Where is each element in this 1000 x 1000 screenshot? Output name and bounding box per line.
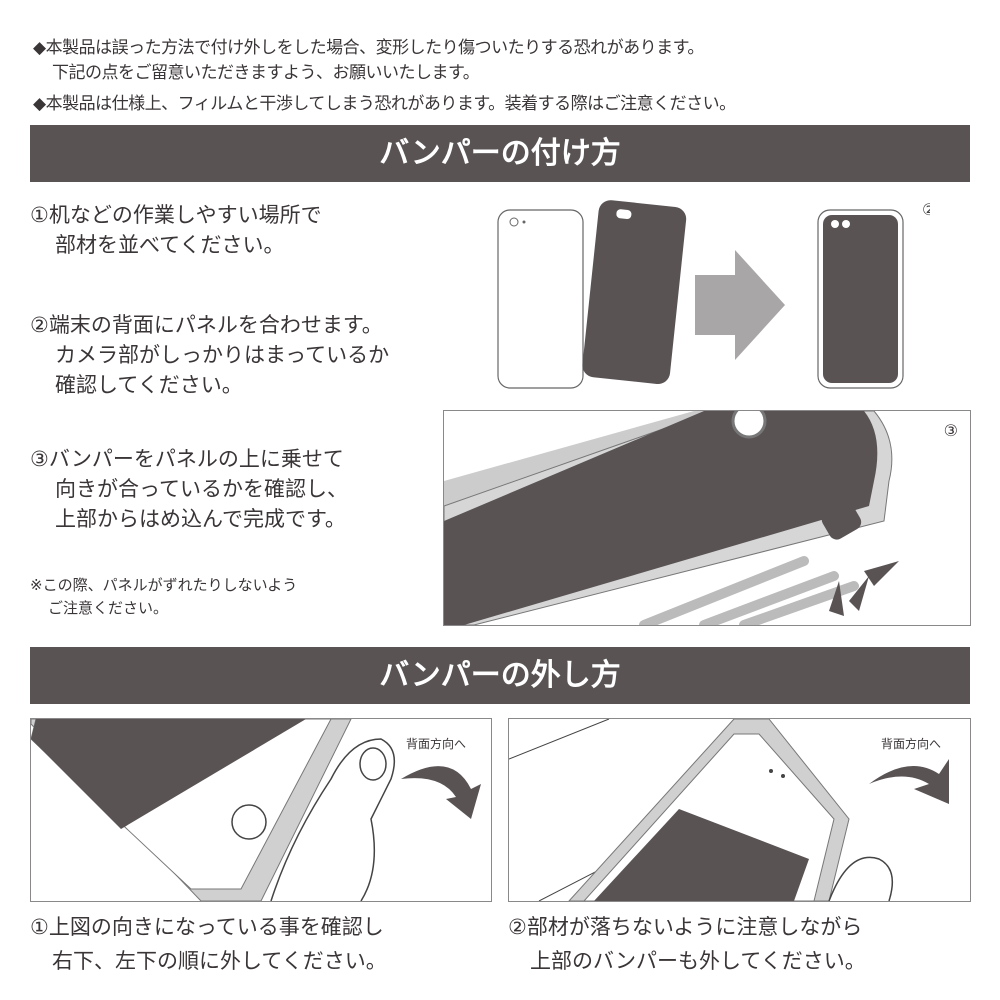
phone-panel-illustration: ② [497, 200, 930, 389]
figure-3-label: ③ [943, 421, 958, 440]
attach-note: ※この際、パネルがずれたりしないよう ご注意ください。 [30, 574, 297, 620]
direction-label: 背面方向へ [881, 737, 942, 751]
step-text: ③バンパーをパネルの上に乗せて [30, 447, 344, 471]
note-text: ご注意ください。 [48, 599, 169, 617]
bumper-attach-illustration: ③ [443, 410, 971, 626]
attach-step-3: ③バンパーをパネルの上に乗せて 向きが合っているかを確認し、 上部からはめ込んで… [30, 444, 348, 534]
step-text: カメラ部がしっかりはまっているか [55, 343, 390, 367]
detach-caption-2: ②部材が落ちないように注意しながら 上部のバンパーも外してください。 [508, 912, 866, 976]
notice-2: ◆本製品は仕様上、フィルムと干渉してしまう恐れがあります。装着する際はご注意くだ… [33, 94, 736, 114]
attach-step-2: ②端末の背面にパネルを合わせます。 カメラ部がしっかりはまっているか 確認してく… [30, 310, 389, 400]
notice-1-line-1: ◆本製品は誤った方法で付け外しをした場合、変形したり傷ついたりする恐れがあります… [33, 38, 704, 58]
step-text: 確認してください。 [55, 373, 243, 397]
note-text: ※この際、パネルがずれたりしないよう [30, 576, 298, 594]
caption-text: ①上図の向きになっている事を確認し [30, 915, 384, 939]
detach-section-title: バンパーの外し方 [30, 647, 970, 704]
step-text: ②端末の背面にパネルを合わせます。 [30, 313, 383, 337]
caption-text: 右下、左下の順に外してください。 [52, 949, 387, 973]
caption-text: 上部のバンパーも外してください。 [530, 949, 866, 973]
direction-label: 背面方向へ [406, 737, 467, 751]
step-text: 上部からはめ込んで完成です。 [55, 507, 346, 531]
detach-caption-1: ①上図の向きになっている事を確認し 右下、左下の順に外してください。 [30, 912, 387, 976]
notice-1-line-2: 下記の点をご留意いただきますよう、お願いいたします。 [52, 63, 480, 83]
figure-2-label: ② [922, 200, 930, 219]
step-text: 向きが合っているかを確認し、 [55, 477, 348, 501]
attach-step-1: ①机などの作業しやすい場所で 部材を並べてください。 [30, 200, 322, 260]
step-text: 部材を並べてください。 [55, 233, 285, 257]
attach-section-title: バンパーの付け方 [30, 125, 970, 182]
detach-step-2-illustration: 背面方向へ [508, 718, 971, 902]
caption-text: ②部材が落ちないように注意しながら [508, 915, 863, 939]
step-text: ①机などの作業しやすい場所で [30, 203, 322, 227]
detach-step-1-illustration: 背面方向へ [30, 718, 492, 902]
